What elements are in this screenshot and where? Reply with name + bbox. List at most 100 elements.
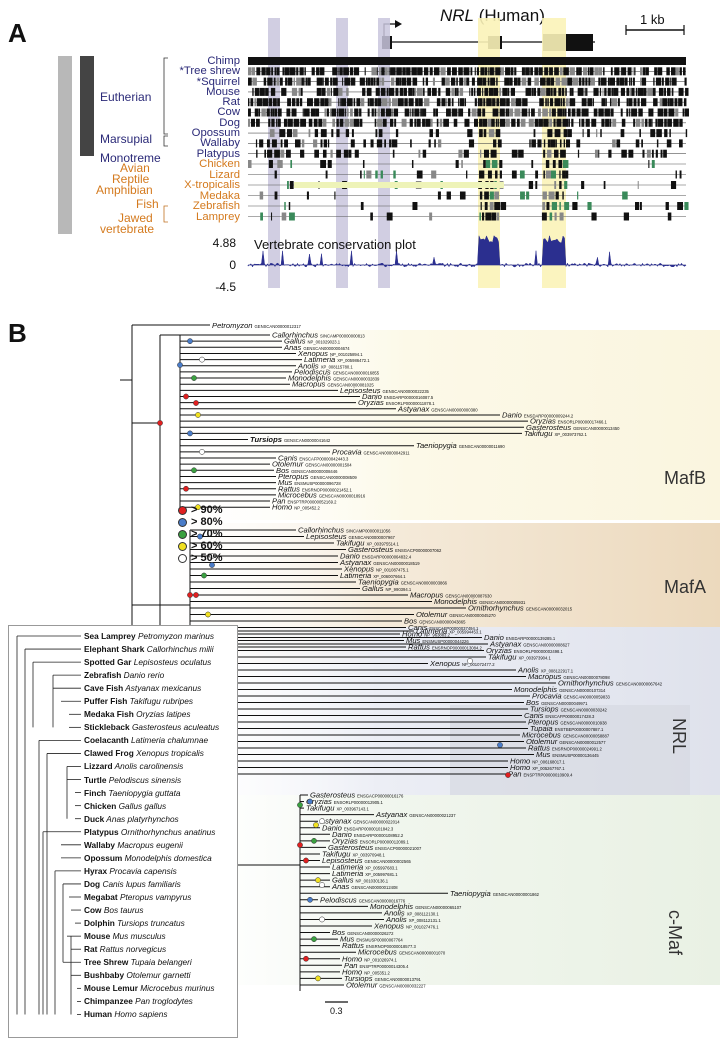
bootstrap-node [187, 430, 193, 437]
common-name: Spotted Gar [84, 657, 132, 668]
common-name: Chicken [84, 800, 117, 811]
species-label: Chimp [207, 55, 240, 67]
bootstrap-node [183, 485, 189, 492]
species-tree-leaf: Opossum Monodelphis domestica [84, 852, 219, 865]
common-name: Wallaby [84, 839, 116, 850]
latin-name: Pelodiscus sinensis [106, 774, 182, 785]
species-label: *Tree shrew [179, 65, 240, 78]
alignment-track [248, 87, 689, 96]
legend-entry: > 70% [178, 528, 223, 540]
latin-name: Tupaia belangeri [128, 957, 192, 968]
latin-name: Otolemur garnetti [124, 970, 191, 981]
legend-label: > 80% [191, 516, 223, 528]
panel-b-letter: B [8, 318, 27, 348]
latin-name: Danio rerio [121, 670, 165, 681]
latin-name: Pteropus vampyrus [117, 891, 192, 902]
common-name: Megabat [84, 891, 118, 902]
common-name: Lizzard [84, 761, 113, 772]
legend-label: > 60% [191, 540, 223, 552]
clade-label-mafa: MafA [664, 577, 707, 597]
bootstrap-node [201, 572, 207, 579]
species-label: Platypus [196, 147, 240, 160]
tree-scale-label: 0.3 [330, 1006, 343, 1016]
bootstrap-node [311, 936, 317, 942]
alignment-track [248, 139, 686, 148]
latin-name: Anolis carolinensis [112, 761, 184, 772]
common-name: Dolphin [84, 918, 115, 929]
species-label: Chicken [199, 158, 240, 170]
alignment-track [248, 191, 686, 200]
latin-name: Monodelphis domestica [122, 852, 212, 863]
common-name: Medaka Fish [84, 709, 134, 720]
species-tree-leaf: Chicken Gallus gallus [84, 800, 219, 813]
species-tree-leaf: Duck Anas platyrhynchos [84, 813, 219, 826]
legend-dot-icon [178, 541, 187, 551]
species-label: Mouse [206, 85, 240, 98]
species-tree-leaf: Turtle Pelodiscus sinensis [84, 774, 219, 787]
bootstrap-node [191, 467, 197, 474]
latin-name: Macropus eugenii [115, 839, 183, 850]
species-tree-leaf: Finch Taeniopygia guttata [84, 787, 219, 800]
bootstrap-node [183, 393, 189, 400]
latin-name: Bos taurus [101, 904, 144, 915]
common-name: Bushbaby [84, 970, 125, 981]
y-tick: 4.88 [212, 236, 236, 250]
species-label: Lamprey [196, 210, 240, 223]
common-name: Zebrafish [84, 670, 122, 681]
clade-label-mafb: MafB [664, 468, 707, 488]
common-name: Cow [84, 904, 102, 915]
scale-label: 1 kb [640, 12, 665, 27]
latin-name: Gallus gallus [116, 800, 167, 811]
bootstrap-node [303, 955, 309, 962]
latin-name: Pan troglodytes [132, 996, 193, 1007]
latin-name: Latimeria chalumnae [128, 735, 209, 746]
bootstrap-node [205, 611, 211, 618]
species-tree-leaf: Platypus Ornithorhynchus anatinus [84, 826, 219, 839]
latin-name: Tursiops truncatus [114, 918, 185, 929]
legend-dot-icon [178, 517, 187, 527]
group-amphibian: Amphibian [96, 183, 153, 197]
legend-label: > 50% [191, 552, 223, 564]
common-name: Finch [84, 787, 107, 798]
legend-entry: > 60% [178, 540, 223, 552]
bootstrap-node [199, 356, 205, 363]
latin-name: Mus musculus [110, 931, 166, 942]
bootstrap-node [195, 504, 201, 511]
species-tree-leaf: Medaka Fish Oryzias latipes [84, 708, 219, 721]
common-name: Human [84, 1009, 113, 1020]
species-label: X-tropicalis [184, 179, 240, 191]
legend-label: > 70% [191, 528, 223, 540]
group-vertebrate: vertebrate [100, 222, 155, 236]
